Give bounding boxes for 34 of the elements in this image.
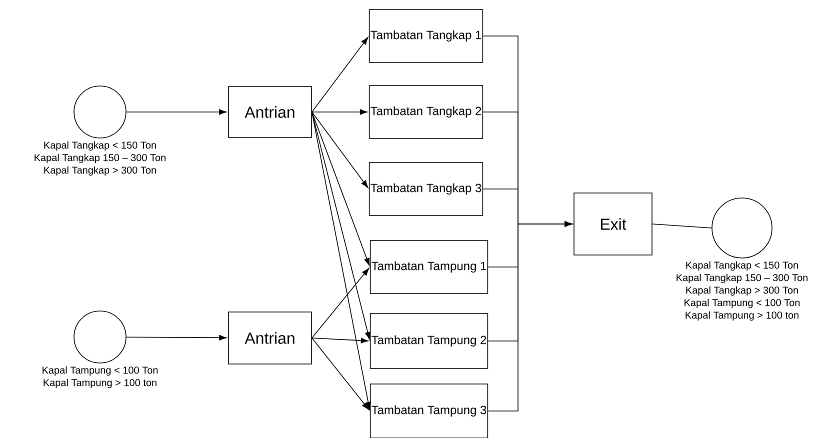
arrow — [312, 338, 370, 410]
arrow — [312, 112, 370, 266]
caption-text: Kapal Tangkap > 300 Ton — [44, 166, 156, 176]
circle — [74, 86, 126, 138]
arrow — [126, 109, 227, 115]
arrow — [312, 112, 371, 410]
caption-text: Kapal Tampung > 100 ton — [44, 378, 156, 388]
arrow — [312, 112, 370, 340]
arrow — [126, 334, 227, 340]
process-box: Tambatan Tangkap 2 — [368, 85, 484, 139]
caption-text: Kapal Tampung < 100 Ton — [42, 366, 158, 376]
process-box: Tambatan Tampung 1 — [370, 240, 488, 294]
process-box: Antrian — [228, 86, 312, 138]
process-box: Exit — [574, 192, 652, 256]
arrow — [312, 338, 368, 344]
arrow — [488, 221, 572, 412]
caption-text: Kapal Tangkap 150 – 300 Ton — [34, 154, 166, 164]
circle — [74, 310, 126, 364]
circle — [712, 198, 772, 258]
caption-text: Kapal Tangkap 150 – 300 Ton — [676, 274, 808, 284]
arrow — [312, 112, 368, 188]
caption-text: Kapal Tangkap < 150 Ton — [44, 141, 156, 151]
caption-text: Kapal Tangkap < 150 Ton — [686, 261, 798, 271]
arrow — [312, 268, 370, 338]
caption-text: Kapal Tampung < 100 Ton — [684, 298, 800, 308]
process-box: Tambatan Tampung 3 — [370, 384, 488, 438]
process-box: Tambatan Tampung 2 — [370, 313, 488, 369]
process-box: Tambatan Tangkap 3 — [368, 162, 484, 216]
process-box: Antrian — [228, 312, 312, 364]
arrow — [312, 109, 368, 115]
arrow — [312, 37, 368, 112]
caption-text: Kapal Tangkap > 300 Ton — [686, 286, 798, 296]
process-box: Tambatan Tangkap 1 — [368, 9, 484, 63]
caption-text: Kapal Tampung > 100 ton — [686, 311, 798, 321]
